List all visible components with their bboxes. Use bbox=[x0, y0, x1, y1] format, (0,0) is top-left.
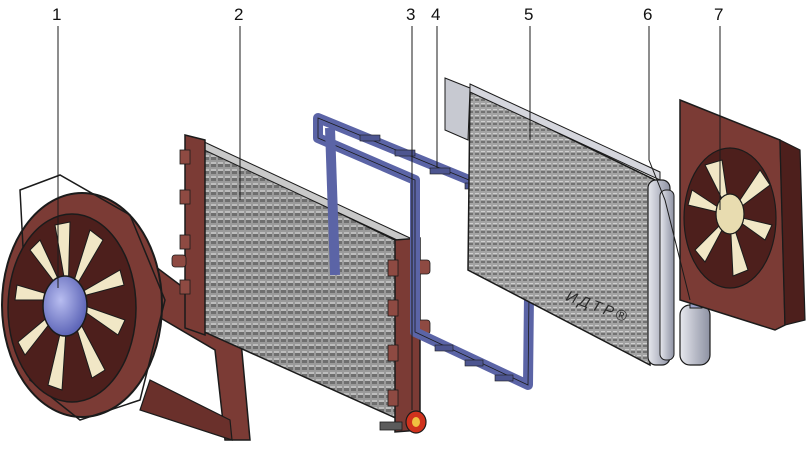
leader-lines bbox=[57, 26, 721, 410]
callout-6: 6 bbox=[643, 5, 653, 24]
callout-3: 3 bbox=[406, 5, 416, 24]
callout-1: 1 bbox=[52, 5, 62, 24]
callout-5: 5 bbox=[524, 5, 534, 24]
drain-plug bbox=[379, 410, 427, 434]
ac-condenser: ИДТР® bbox=[444, 77, 675, 367]
fan-shroud-right bbox=[679, 98, 806, 331]
callout-2: 2 bbox=[234, 5, 244, 24]
callout-7: 7 bbox=[714, 5, 724, 24]
callout-4: 4 bbox=[431, 5, 441, 24]
radiator bbox=[171, 134, 431, 434]
leader-line-6 bbox=[648, 26, 691, 301]
